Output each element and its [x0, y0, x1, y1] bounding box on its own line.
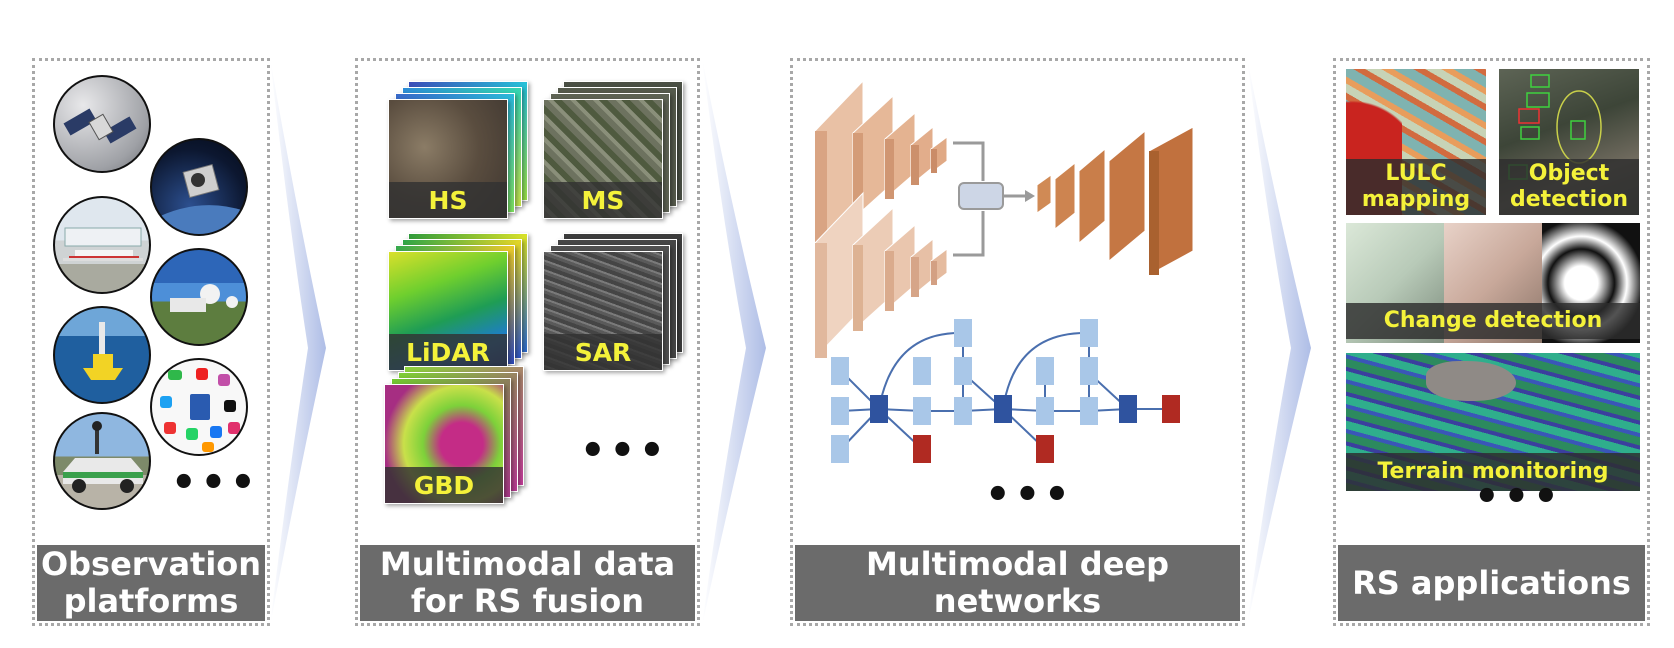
ground-station-image — [150, 248, 248, 346]
graph-node — [1080, 319, 1098, 347]
gbd-label: GBD — [385, 467, 503, 503]
graph-node — [831, 397, 849, 425]
terrain-monitoring-label: Terrain monitoring — [1346, 453, 1640, 491]
graph-node — [1036, 357, 1054, 385]
ms-label: MS — [544, 182, 662, 218]
graph-node — [1036, 397, 1054, 425]
deep-networks-title: Multimodal deep networks — [795, 545, 1240, 621]
ocean-buoy-image — [53, 306, 151, 404]
more-modalities-ellipsis: ••• — [580, 428, 669, 474]
graph-node — [831, 435, 849, 463]
graph-network — [840, 331, 1171, 450]
satellite-image — [53, 75, 151, 173]
ms-tile: MS — [543, 81, 683, 221]
flow-arrow-3 — [1247, 58, 1311, 626]
spacecraft-image — [150, 138, 248, 236]
street-view-car-image — [53, 412, 151, 510]
rs-applications-title: RS applications — [1338, 545, 1645, 621]
more-networks-ellipsis: ••• — [985, 472, 1074, 518]
decoder-branch — [1036, 126, 1194, 276]
graph-hub-node — [870, 395, 888, 423]
object-detection-label: Object detection — [1499, 159, 1639, 215]
aircraft-image — [53, 196, 151, 294]
sar-tile: SAR — [543, 233, 683, 373]
lulc-image: LULC mapping — [1346, 69, 1486, 215]
encoder-branch-1 — [814, 79, 948, 248]
graph-node — [954, 357, 972, 385]
network-diagram — [814, 79, 1194, 463]
more-platforms-ellipsis: ••• — [171, 460, 260, 506]
graph-node — [954, 319, 972, 347]
observation-platforms-title: Observation platforms — [37, 545, 265, 621]
hs-label: HS — [389, 182, 507, 218]
flow-arrow-1 — [270, 58, 326, 626]
rs-applications-panel: LULC mapping Object detection Change det… — [1333, 58, 1650, 626]
graph-node — [1080, 357, 1098, 385]
graph-output-node — [1036, 435, 1054, 463]
sar-label: SAR — [544, 334, 662, 370]
multimodal-data-title: Multimodal data for RS fusion — [360, 545, 695, 621]
gbd-tile: GBD — [384, 366, 524, 506]
lidar-label: LiDAR — [389, 334, 507, 370]
graph-hub-node — [1119, 395, 1137, 423]
graph-node — [913, 397, 931, 425]
flow-arrow-2 — [702, 58, 766, 626]
observation-platforms-panel: ••• Observation platforms — [32, 58, 270, 626]
object-detection-image: Object detection — [1499, 69, 1639, 215]
graph-node — [954, 397, 972, 425]
graph-output-node — [1162, 395, 1180, 423]
lulc-label: LULC mapping — [1346, 159, 1486, 215]
lidar-tile: LiDAR — [388, 233, 528, 373]
hs-tile: HS — [388, 81, 528, 221]
graph-node — [1080, 397, 1098, 425]
graph-node — [831, 357, 849, 385]
social-media-image — [150, 358, 248, 456]
deep-networks-panel: ••• Multimodal deep networks — [790, 58, 1245, 626]
multimodal-data-panel: HS MS LiDAR SAR GBD ••• Mult — [355, 58, 700, 626]
graph-hub-node — [994, 395, 1012, 423]
change-detection-label: Change detection — [1346, 303, 1640, 339]
terrain-monitoring-image: Terrain monitoring — [1346, 353, 1640, 491]
graph-output-node — [913, 435, 931, 463]
graph-node — [913, 357, 931, 385]
change-detection-image: Change detection — [1346, 223, 1640, 343]
more-applications-ellipsis: ••• — [1474, 474, 1563, 520]
graph-nodes — [831, 319, 1180, 463]
encoder-branch-2 — [814, 191, 948, 360]
